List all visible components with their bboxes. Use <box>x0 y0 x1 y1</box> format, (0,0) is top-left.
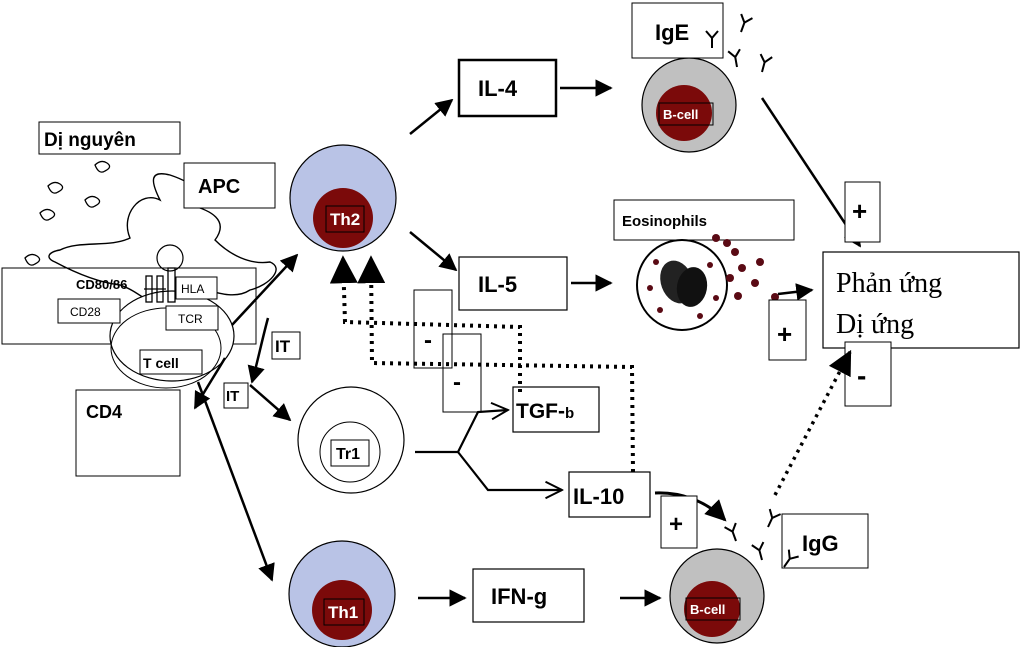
arrow-to-tr1 <box>249 384 292 422</box>
hla-label: HLA <box>181 282 204 296</box>
it-arrow-1 <box>247 317 270 384</box>
plus-label-igg: + <box>669 511 683 538</box>
it-label-1: IT <box>275 337 291 356</box>
it-label-2: IT <box>226 388 239 405</box>
minus-box-igg <box>844 341 892 407</box>
allergen-particle-icon <box>24 253 41 266</box>
bcell-top: B-cell <box>641 57 737 153</box>
antibody-icon <box>761 508 782 531</box>
tr1-to-tgf <box>415 410 508 454</box>
tr1-label: Tr1 <box>336 446 360 463</box>
igg-label: IgG <box>802 531 839 556</box>
cd28-label: CD28 <box>70 305 101 319</box>
eosinophils-box <box>613 199 795 241</box>
antibody-icon <box>723 521 743 545</box>
cd4-box <box>75 389 181 477</box>
t-cell-box <box>139 349 203 375</box>
il10-box <box>568 471 651 518</box>
minus-box-1 <box>413 289 453 369</box>
il4-label: IL-4 <box>478 76 518 101</box>
th1-cell: Th1 <box>288 540 396 647</box>
eosinophil-cell <box>636 234 779 331</box>
it-box-2 <box>223 382 249 409</box>
tcr-box <box>165 305 219 331</box>
minus-label-1: - <box>424 327 432 354</box>
bcell-top-label: B-cell <box>663 107 698 122</box>
eosinophils-label: Eosinophils <box>622 213 707 230</box>
arrow-th2-il5 <box>409 231 458 272</box>
minus-label-igg: - <box>857 360 866 391</box>
apc-label: APC <box>198 176 240 198</box>
antibody-icon <box>750 541 769 563</box>
tgf-inhibit-line <box>329 255 522 392</box>
t-cell-label: T cell <box>143 355 179 371</box>
igg-box <box>781 513 869 569</box>
tr1-to-il10 <box>457 451 562 490</box>
cd4-label: CD4 <box>86 402 122 422</box>
arrow-th2-il4 <box>409 98 454 135</box>
tgf-box <box>512 386 600 433</box>
hla-box <box>175 276 218 300</box>
plus-label-eos: + <box>777 319 792 349</box>
th2-cell: Th2 <box>289 144 397 252</box>
il5-label: IL-5 <box>478 272 517 297</box>
arrow-to-th1 <box>196 381 275 582</box>
il10-label: IL-10 <box>573 484 624 509</box>
minus-label-2: - <box>453 369 461 396</box>
ige-box <box>631 2 724 59</box>
allergen-label-box <box>38 121 181 155</box>
receptor-pair <box>144 267 176 303</box>
allergen-particles <box>24 160 111 266</box>
it-box-1 <box>271 331 301 360</box>
antibody-icon <box>727 48 744 70</box>
antibody-icon <box>734 12 754 36</box>
allergen-particle-icon <box>94 160 111 173</box>
reaction-line1: Phản ứng <box>836 268 942 299</box>
arrow-eos-reaction <box>777 283 814 301</box>
bcell-bottom: B-cell <box>669 548 765 644</box>
tgf-label: TGF-b <box>516 400 574 423</box>
il10-inhibit-line <box>357 255 635 473</box>
th1-label: Th1 <box>328 603 358 622</box>
antibody-icon <box>755 53 774 75</box>
bcell-bottom-label: B-cell <box>690 602 725 617</box>
arrow-ige-reaction <box>760 97 862 248</box>
apc-cell <box>48 173 277 309</box>
ige-label: IgE <box>655 20 689 45</box>
cd28-box <box>57 298 121 324</box>
tcr-label: TCR <box>178 312 203 326</box>
cd4-arrow <box>193 357 227 410</box>
eosinophil-granule-icon <box>647 234 779 319</box>
reaction-line2: Dị ứng <box>836 309 914 340</box>
il4-box <box>457 58 558 118</box>
allergen-particle-icon <box>84 195 101 208</box>
apc-label-box <box>183 162 276 209</box>
allergen-label: Dị nguyên <box>44 130 136 151</box>
tr1-cell: Tr1 <box>297 386 405 494</box>
plus-label-ige: + <box>852 196 867 226</box>
ifn-label: IFN-g <box>491 584 547 609</box>
minus-box-2 <box>442 333 482 413</box>
th2-label: Th2 <box>330 210 360 229</box>
plus-box-igg <box>660 495 698 549</box>
cd80-86-label: CD80/86 <box>76 277 127 292</box>
ifn-box <box>472 568 585 623</box>
allergen-particle-icon <box>39 208 56 221</box>
igg-inhibit-line <box>773 349 852 496</box>
plus-box-ige <box>844 181 881 243</box>
arrow-to-th2 <box>231 253 299 326</box>
reaction-box <box>822 251 1020 349</box>
plus-box-eos <box>768 299 807 361</box>
il5-box <box>458 256 568 311</box>
allergen-particle-icon <box>47 181 64 194</box>
